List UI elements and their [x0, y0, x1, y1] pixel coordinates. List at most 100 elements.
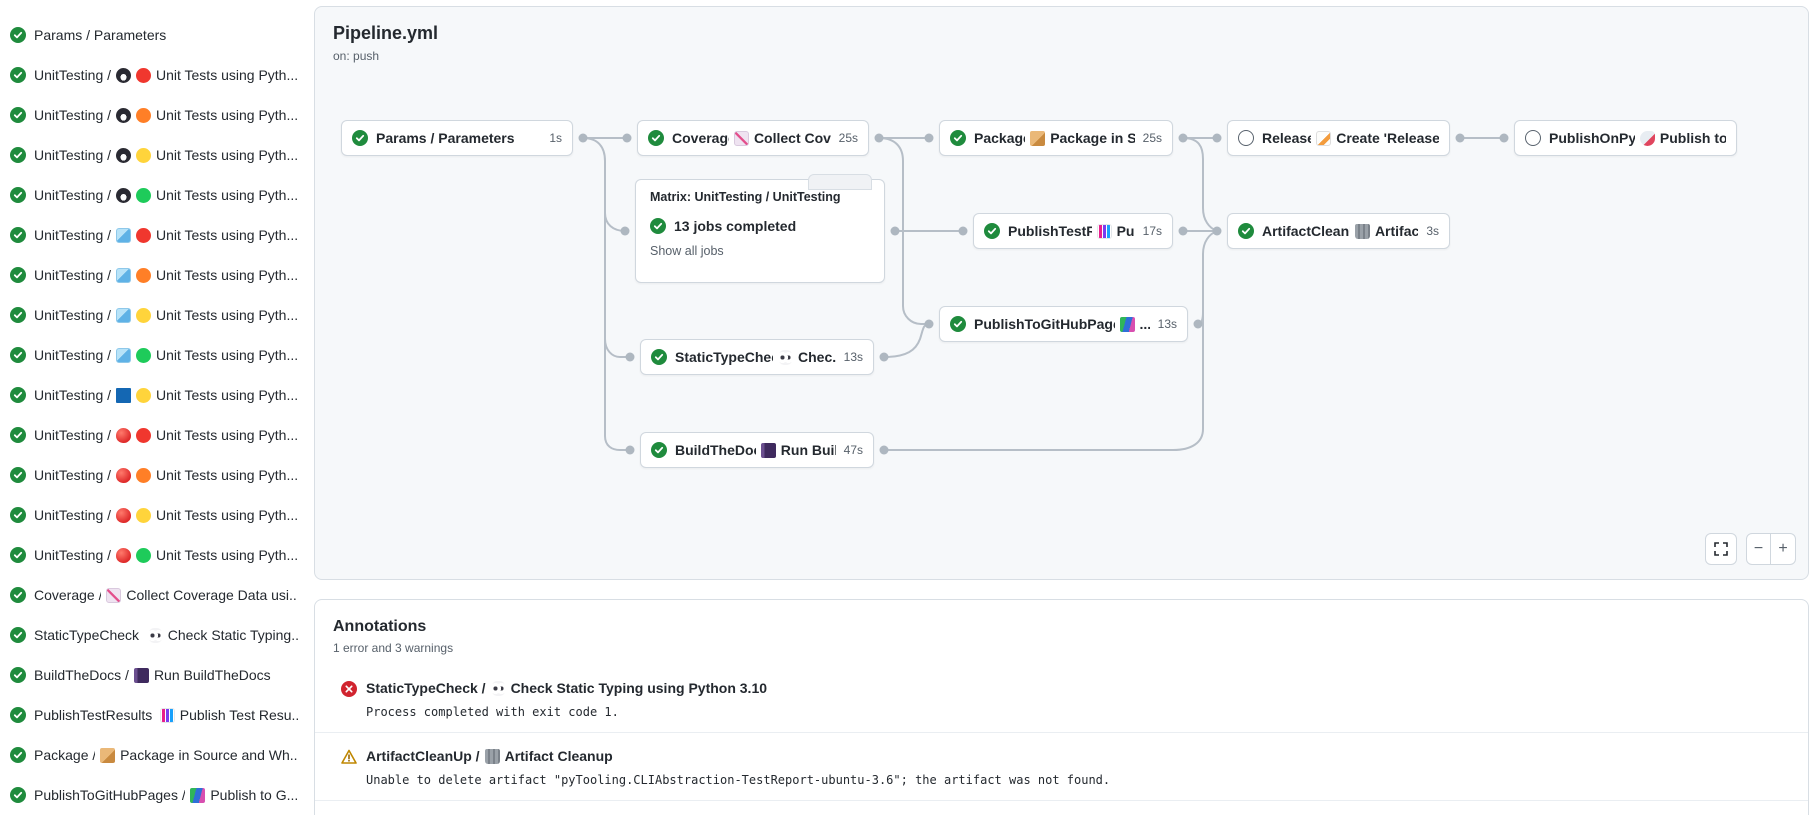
dot-yellow-icon	[135, 307, 151, 323]
package-icon	[1030, 130, 1046, 146]
blue-square-icon	[115, 387, 131, 403]
node-label: BuildTheDocs /Run Buil...	[675, 442, 836, 458]
dot-red-icon	[135, 227, 151, 243]
matrix-status-icon	[650, 218, 666, 234]
eyes-icon	[147, 627, 163, 643]
matrix-group[interactable]: Matrix: UnitTesting / UnitTesting 13 job…	[635, 174, 885, 283]
package-icon	[100, 747, 116, 763]
eyes-icon	[490, 680, 506, 696]
sidebar-job-item[interactable]: UnitTesting /Unit Tests using Pyth...	[0, 535, 302, 575]
node-publishtogithubpages[interactable]: PublishToGitHubPages /... 13s	[939, 306, 1188, 342]
sidebar-job-item[interactable]: StaticTypeCheck /Check Static Typing...	[0, 615, 302, 655]
wastebasket-icon	[484, 748, 500, 764]
dot-green-icon	[135, 547, 151, 563]
job-status-icon	[10, 707, 26, 723]
sidebar-job-item[interactable]: UnitTesting /Unit Tests using Pyth...	[0, 375, 302, 415]
skipped-status-icon	[1525, 130, 1541, 146]
node-label: PublishToGitHubPages /...	[974, 316, 1150, 332]
job-label: UnitTesting /Unit Tests using Pyth...	[34, 467, 298, 483]
job-label: UnitTesting /Unit Tests using Pyth...	[34, 107, 298, 123]
dot-orange-icon	[135, 107, 151, 123]
annotations-summary: 1 error and 3 warnings	[333, 641, 454, 655]
sidebar-job-item[interactable]: Coverage /Collect Coverage Data usi...	[0, 575, 302, 615]
sidebar-job-item[interactable]: UnitTesting /Unit Tests using Pyth...	[0, 55, 302, 95]
books-icon	[1119, 316, 1135, 332]
zoom-in-button[interactable]: +	[1778, 540, 1788, 557]
dot-yellow-icon	[135, 387, 151, 403]
bar-chart-icon	[1096, 223, 1112, 239]
node-package[interactable]: Package /Package in So...25s	[939, 120, 1173, 156]
dot-red-icon	[135, 427, 151, 443]
sidebar-job-item[interactable]: Package /Package in Source and Wh...	[0, 735, 302, 775]
success-status-icon	[651, 349, 667, 365]
sidebar-job-item[interactable]: UnitTesting /Unit Tests using Pyth...	[0, 415, 302, 455]
sidebar-job-item[interactable]: BuildTheDocs /Run BuildTheDocs	[0, 655, 302, 695]
ice-cube-icon	[115, 307, 131, 323]
sidebar-job-item[interactable]: UnitTesting /Unit Tests using Pyth...	[0, 95, 302, 135]
job-label: UnitTesting /Unit Tests using Pyth...	[34, 147, 298, 163]
job-label: Coverage /Collect Coverage Data usi...	[34, 587, 298, 603]
node-release[interactable]: Release /Create 'Release P...	[1227, 120, 1450, 156]
sidebar-job-item[interactable]: UnitTesting /Unit Tests using Pyth...	[0, 455, 302, 495]
show-all-jobs-link[interactable]: Show all jobs	[650, 244, 724, 258]
sidebar-job-item[interactable]: UnitTesting /Unit Tests using Pyth...	[0, 135, 302, 175]
penguin-icon	[115, 147, 131, 163]
node-duration: 13s	[1157, 317, 1177, 331]
node-label: Release /Create 'Release P...	[1262, 130, 1439, 146]
ice-cube-icon	[115, 347, 131, 363]
sidebar-job-item[interactable]: UnitTesting /Unit Tests using Pyth...	[0, 335, 302, 375]
wastebasket-icon	[1354, 223, 1370, 239]
workflow-edges	[578, 133, 1509, 455]
node-statictypecheck[interactable]: StaticTypeCheck /Chec...13s	[640, 339, 874, 375]
matrix-summary: 13 jobs completed	[674, 218, 797, 234]
warning-icon	[341, 749, 357, 765]
annotations-title: Annotations	[333, 618, 427, 635]
node-artifactcleanup[interactable]: ArtifactCleanUp /Artifac...3s	[1227, 213, 1450, 249]
job-status-icon	[10, 227, 26, 243]
workflow-graph-panel: Pipeline.yml on: push	[314, 6, 1809, 580]
apple-icon	[115, 467, 131, 483]
job-label: UnitTesting /Unit Tests using Pyth...	[34, 547, 298, 563]
annotations-list: StaticTypeCheck /Check Static Typing usi…	[315, 665, 1808, 801]
job-label: UnitTesting /Unit Tests using Pyth...	[34, 307, 298, 323]
node-coverage[interactable]: Coverage /Collect Cove...25s	[637, 120, 869, 156]
job-status-icon	[10, 267, 26, 283]
workflow-title: Pipeline.yml	[333, 23, 439, 43]
node-publishonpypi[interactable]: PublishOnPyPI /Publish to ...	[1514, 120, 1737, 156]
annotations-panel: Annotations 1 error and 3 warnings Stati…	[314, 599, 1809, 815]
fullscreen-button[interactable]	[1705, 533, 1737, 565]
sidebar-job-item[interactable]: UnitTesting /Unit Tests using Pyth...	[0, 295, 302, 335]
workflow-trigger: on: push	[333, 49, 380, 63]
error-icon	[341, 681, 357, 697]
job-status-icon	[10, 587, 26, 603]
job-label: Package /Package in Source and Wh...	[34, 747, 298, 763]
job-label: StaticTypeCheck /Check Static Typing...	[34, 627, 298, 643]
sidebar-job-item[interactable]: PublishToGitHubPages /Publish to G...	[0, 775, 302, 815]
dot-orange-icon	[135, 467, 151, 483]
success-status-icon	[950, 130, 966, 146]
job-status-icon	[10, 507, 26, 523]
job-status-icon	[10, 147, 26, 163]
node-label: Package /Package in So...	[974, 130, 1135, 146]
penguin-icon	[115, 107, 131, 123]
sidebar-job-item[interactable]: PublishTestResults /Publish Test Resu...	[0, 695, 302, 735]
sidebar-job-item[interactable]: UnitTesting /Unit Tests using Pyth...	[0, 495, 302, 535]
sidebar-job-item[interactable]: UnitTesting /Unit Tests using Pyth...	[0, 175, 302, 215]
node-publishtestresults[interactable]: PublishTestResults /Pu...17s	[973, 213, 1173, 249]
matrix-title: Matrix: UnitTesting / UnitTesting	[650, 190, 870, 204]
dot-yellow-icon	[135, 507, 151, 523]
notebook-icon	[133, 667, 149, 683]
sidebar-job-item[interactable]: Params / Parameters	[0, 15, 302, 55]
eyes-icon	[778, 349, 794, 365]
sidebar-job-item[interactable]: UnitTesting /Unit Tests using Pyth...	[0, 255, 302, 295]
job-status-icon	[10, 667, 26, 683]
ice-cube-icon	[115, 227, 131, 243]
node-label: ArtifactCleanUp /Artifac...	[1262, 223, 1419, 239]
sidebar-job-item[interactable]: UnitTesting /Unit Tests using Pyth...	[0, 215, 302, 255]
job-label: UnitTesting /Unit Tests using Pyth...	[34, 427, 298, 443]
ice-cube-icon	[115, 267, 131, 283]
node-buildthedocs[interactable]: BuildTheDocs /Run Buil...47s	[640, 432, 874, 468]
zoom-out-button[interactable]: −	[1747, 534, 1771, 564]
node-duration: 1s	[549, 131, 562, 145]
